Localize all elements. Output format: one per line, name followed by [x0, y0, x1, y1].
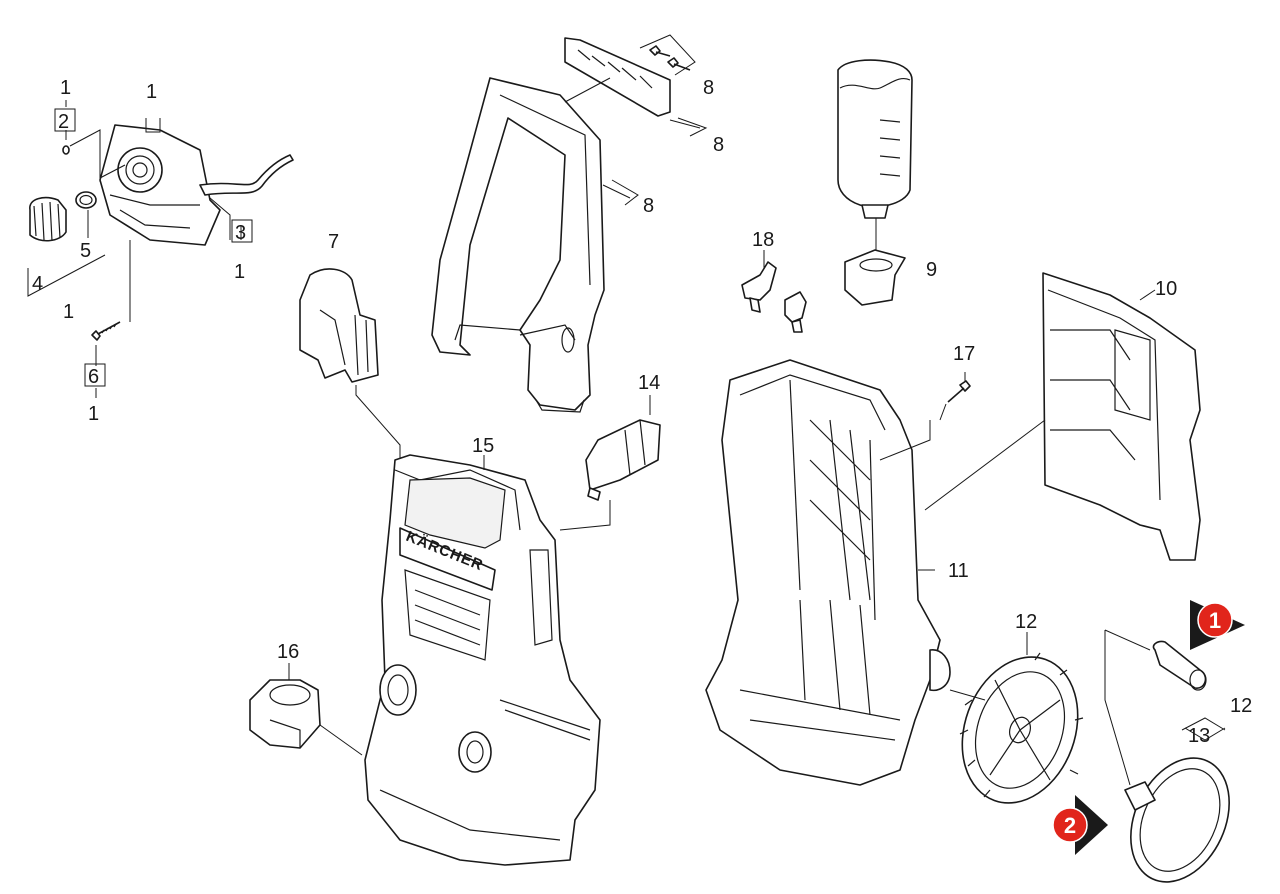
label-5: 5 — [80, 240, 91, 262]
cover-part — [299, 268, 379, 383]
label-17: 17 — [953, 343, 975, 365]
label-1-screw: 1 — [88, 403, 99, 425]
clip-sixteen — [249, 663, 363, 756]
handle-frame-part — [431, 77, 605, 411]
pump-head-assembly — [27, 100, 294, 398]
badge-2: 2 — [1052, 795, 1108, 855]
label-8-top: 8 — [703, 77, 714, 99]
label-7: 7 — [328, 231, 339, 253]
label-15: 15 — [472, 435, 494, 457]
label-3: 3 — [235, 222, 246, 244]
panel-part — [1042, 272, 1201, 561]
clip-part — [249, 679, 321, 749]
bracket-fourteen — [559, 395, 661, 531]
label-13: 13 — [1188, 725, 1210, 747]
label-10: 10 — [1155, 278, 1177, 300]
label-2: 2 — [58, 111, 69, 133]
handle-frame-assembly — [431, 34, 708, 413]
label-1-housing: 1 — [146, 81, 157, 103]
tank-holder-part — [844, 249, 906, 306]
label-8-mid: 8 — [713, 134, 724, 156]
o-ring-part — [75, 191, 97, 209]
coupling-part — [117, 147, 163, 193]
badge-1: 1 — [1190, 600, 1245, 650]
label-1-cap: 1 — [63, 301, 74, 323]
connector-b-part — [784, 291, 807, 323]
label-18: 18 — [752, 229, 774, 251]
screw-part — [91, 330, 101, 341]
label-1-top: 1 — [60, 77, 71, 99]
wheel-cap-part — [1130, 757, 1230, 883]
badge-2-circle — [1052, 807, 1088, 843]
badge-1-text: 1 — [1209, 608, 1221, 633]
port-part — [379, 664, 417, 716]
badge-1-circle — [1197, 602, 1233, 638]
label-4: 4 — [32, 273, 43, 295]
label-1-hose: 1 — [234, 261, 245, 283]
label-9: 9 — [926, 259, 937, 281]
label-6: 6 — [88, 366, 99, 388]
bracket-part — [585, 419, 661, 491]
frame-panel — [1042, 272, 1201, 561]
wheel — [949, 632, 1084, 804]
axle-pin-part — [1152, 640, 1207, 689]
label-16: 16 — [277, 641, 299, 663]
connectors — [741, 250, 807, 333]
label-11: 11 — [948, 560, 969, 582]
connector-a-part — [741, 261, 777, 301]
small-o-ring-part — [62, 145, 70, 155]
label-14: 14 — [638, 372, 660, 394]
axle-assembly — [1104, 629, 1230, 883]
cover-seven — [299, 268, 401, 460]
chassis-part — [705, 359, 941, 786]
tank-part — [837, 59, 913, 208]
brand-plate — [399, 527, 496, 591]
front-housing: KÄRCHER — [364, 454, 601, 866]
hose-part — [199, 154, 294, 196]
main-chassis — [705, 359, 1046, 786]
detergent-tank — [837, 59, 913, 306]
cap-part — [29, 196, 67, 242]
badge-2-text: 2 — [1064, 813, 1076, 838]
label-12-wheel: 12 — [1015, 611, 1037, 633]
grip-bar-part — [564, 37, 671, 117]
label-8-frame: 8 — [643, 195, 654, 217]
label-12-cap: 12 — [1230, 695, 1252, 717]
